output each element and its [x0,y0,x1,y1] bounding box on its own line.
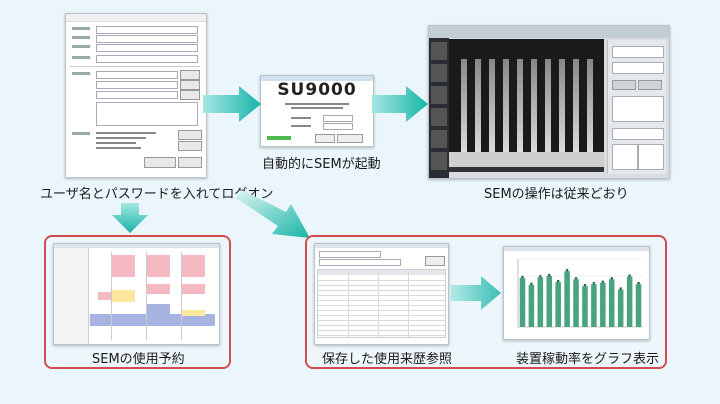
arrow-right-icon [451,276,501,310]
chart-marker [565,269,569,272]
splash-field [323,123,353,130]
sem-image-viewer[interactable] [449,39,604,172]
log-label [72,132,90,135]
caption-history: 保存した使用来歴参照 [322,352,453,367]
splash-text [291,117,311,119]
caption-operation: SEMの操作は従来どおり [484,187,629,202]
log-line [96,132,156,134]
chart-bar [537,277,544,327]
splash-product-title: SU9000 [277,80,357,100]
chart-bar [528,284,535,327]
chart-bar [600,282,606,327]
user-label [72,27,90,30]
chart-bar [564,271,570,327]
cancel-button[interactable] [178,157,202,168]
arrow-right-icon [372,86,428,122]
password-field[interactable] [96,44,198,52]
arrow-right-icon [203,86,261,122]
splash-text [285,103,349,105]
chart-marker [637,281,640,285]
chart-bar [582,286,588,327]
side-button[interactable] [178,141,202,151]
sem-image [449,39,604,172]
project-button[interactable] [180,70,200,80]
account-field[interactable] [96,35,198,43]
log-line [96,147,141,149]
splash-text [291,107,343,109]
chart-marker [548,273,551,277]
sample-button[interactable] [180,80,200,90]
chart-bar [591,284,597,327]
chart-screenshot [503,246,650,340]
chart-marker [539,275,542,278]
login-screenshot [65,13,207,178]
history-table[interactable] [317,269,446,338]
purpose-button[interactable] [180,90,200,100]
chart-marker [610,277,613,280]
reservation-sidebar [54,248,89,344]
chart-bar [617,289,624,327]
sem-toolbar [429,26,669,38]
chart-marker [521,275,524,279]
chart-bar [573,279,579,327]
chart-marker [530,282,533,286]
history-screenshot [314,243,449,345]
arrow-down-icon [112,203,148,233]
account-label [72,36,90,39]
chart-bar [546,276,553,327]
user-field[interactable] [96,26,198,34]
log-line [96,142,136,144]
login-title-bar [66,14,206,22]
splash-field [323,115,353,122]
chart-bar [608,279,615,327]
sem-screenshot [428,25,670,179]
caption-reservation: SEMの使用予約 [92,352,185,367]
chart-marker [574,277,578,280]
chart-marker [619,287,622,290]
chart-bar [519,278,526,327]
chart-marker [556,279,560,283]
purpose-field[interactable] [96,91,178,99]
caption-chart: 装置稼動率をグラフ表示 [516,352,660,367]
splash-text [291,125,311,127]
side-button[interactable] [178,130,202,140]
sem-control-panel[interactable] [607,40,666,174]
divider [70,66,200,67]
splash-progress [267,136,291,140]
utilization-chart [517,258,643,328]
comment-area[interactable] [96,102,198,126]
logon-button[interactable] [144,157,176,168]
project-field[interactable] [96,71,178,79]
caption-auto-start: 自動的にSEMが起動 [262,157,381,172]
password-label [72,45,90,48]
caption-login: ユーザ名とパスワードを入れてログオン [40,187,274,202]
arrow-diagonal-icon [236,190,310,238]
splash-button [315,134,335,143]
chart-marker [628,274,631,277]
chart-marker [583,284,587,287]
chart-marker [601,280,605,283]
splash-screenshot: SU9000 [260,75,374,147]
splash-button [337,134,363,143]
chart-marker [592,281,596,285]
reservation-calendar[interactable] [90,252,215,340]
sem-thumbnail-strip [429,38,449,178]
chart-bar [555,282,561,327]
project-label [72,72,90,75]
group-label [72,56,90,59]
reservation-screenshot [53,243,220,345]
sample-field[interactable] [96,81,178,89]
group-select[interactable] [96,55,198,63]
chart-bar [626,276,633,327]
splash-title-bar [261,76,373,81]
log-line [96,137,146,139]
chart-bar [635,284,642,327]
